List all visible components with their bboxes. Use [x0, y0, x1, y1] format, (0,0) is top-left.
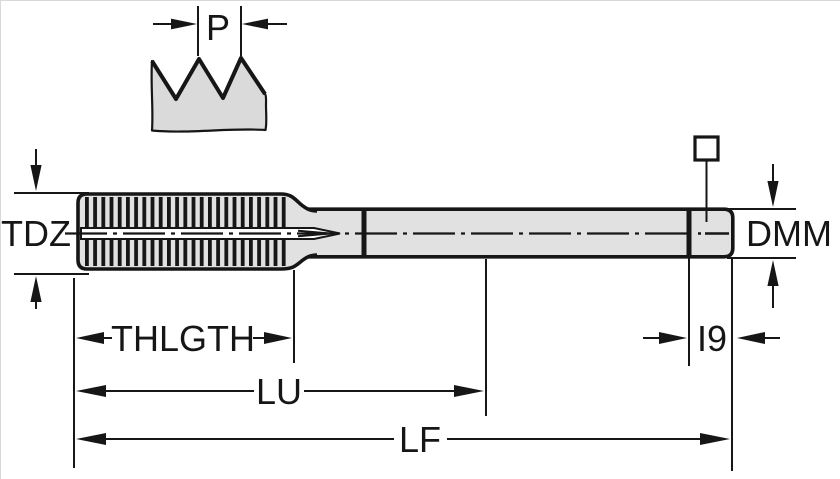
arrow-up-icon [767, 260, 779, 286]
thread-diameter-label: TDZ [1, 213, 71, 254]
thread-outline [76, 192, 318, 271]
arrow-right-icon [264, 332, 292, 344]
extension-lines [73, 258, 733, 471]
usable-length-label: LU [256, 371, 302, 412]
arrow-right-icon [454, 385, 484, 397]
arrow-left-icon [737, 332, 765, 344]
tap-body [65, 135, 735, 271]
arrow-left-icon [242, 18, 268, 30]
arrow-right-icon [659, 332, 687, 344]
square-length-dimension: I9 [643, 318, 780, 359]
arrow-right-icon [171, 18, 197, 30]
usable-length-dimension: LU [76, 371, 484, 412]
square-length-label: I9 [697, 318, 727, 359]
thread-length-label: THLGTH [111, 318, 255, 359]
arrow-up-icon [30, 276, 42, 302]
thread-length-dimension: THLGTH [76, 318, 292, 359]
arrow-down-icon [30, 165, 42, 191]
functional-length-label: LF [399, 419, 441, 460]
shank-diameter-dimension: DMM [727, 164, 832, 308]
thread-profile-detail: P [150, 6, 287, 133]
thread-profile-flanks [150, 56, 267, 101]
pitch-label: P [206, 7, 230, 48]
arrow-right-icon [700, 433, 730, 445]
arrow-down-icon [767, 181, 779, 207]
arrow-left-icon [76, 433, 106, 445]
functional-length-dimension: LF [76, 419, 730, 460]
pitch-dimension: P [153, 7, 287, 48]
shank-diameter-label: DMM [746, 213, 832, 254]
arrow-left-icon [76, 385, 106, 397]
thread-diameter-dimension: TDZ [1, 149, 89, 309]
thread-profile-shape [150, 56, 268, 133]
square-drive-icon [693, 135, 720, 162]
arrow-left-icon [76, 332, 104, 344]
